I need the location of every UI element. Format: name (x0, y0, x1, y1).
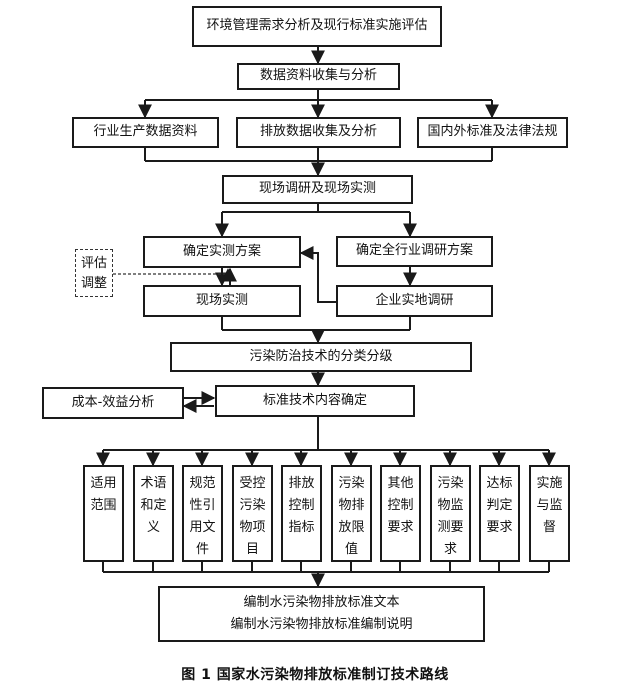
node-enterprise-survey: 企业实地调研 (336, 285, 493, 317)
column-label: 其他控制要求 (387, 476, 414, 535)
node-tech-content: 标准技术内容确定 (215, 385, 415, 417)
node-cost-benefit: 成本-效益分析 (42, 387, 184, 419)
node-assess: 环境管理需求分析及现行标准实施评估 (192, 6, 442, 47)
node-industry-data: 行业生产数据资料 (72, 117, 219, 148)
final-line-1: 编制水污染物排放标准文本 (243, 595, 400, 610)
column-label: 规范性引用文件 (189, 476, 216, 557)
column-label: 排放控制指标 (288, 476, 315, 535)
arrow-enterprise-feedback (299, 246, 336, 303)
column-controlled-pollutants: 受控污染物项目 (232, 465, 273, 562)
column-control-indicators: 排放控制指标 (281, 465, 322, 562)
column-label: 适用范围 (90, 476, 117, 513)
column-implementation: 实施与监督 (529, 465, 570, 562)
node-standards-laws: 国内外标准及法律法规 (417, 117, 568, 148)
column-label: 实施与监督 (536, 476, 563, 535)
column-label: 受控污染物项目 (239, 476, 266, 557)
node-emission-data: 排放数据收集及分析 (236, 117, 401, 148)
column-scope: 适用范围 (83, 465, 124, 562)
node-survey: 现场调研及现场实测 (222, 175, 413, 204)
evaluate-adjust-label: 评估调整 (80, 256, 107, 291)
node-final: 编制水污染物排放标准文本 编制水污染物排放标准编制说明 (158, 586, 485, 642)
node-evaluate-adjust: 评估调整 (75, 249, 113, 297)
node-industry-plan: 确定全行业调研方案 (336, 236, 493, 267)
column-emission-limits: 污染物排放限值 (331, 465, 372, 562)
node-measure-plan: 确定实测方案 (143, 236, 301, 268)
node-collect: 数据资料收集与分析 (237, 63, 400, 90)
column-terms: 术语和定义 (133, 465, 174, 562)
column-label: 达标判定要求 (486, 476, 513, 535)
final-line-2: 编制水污染物排放标准编制说明 (230, 617, 413, 632)
arrow-evaluate-adjust (113, 268, 233, 277)
node-tech-classify: 污染防治技术的分类分级 (170, 342, 472, 372)
column-label: 污染物排放限值 (338, 476, 365, 557)
column-compliance: 达标判定要求 (479, 465, 520, 562)
node-field-measure: 现场实测 (143, 285, 301, 317)
column-other-requirements: 其他控制要求 (380, 465, 421, 562)
column-label: 污染物监测要求 (437, 476, 464, 557)
figure-caption: 图 1 国家水污染物排放标准制订技术路线 (181, 667, 449, 683)
column-label: 术语和定义 (140, 476, 167, 535)
column-monitoring: 污染物监测要求 (430, 465, 471, 562)
column-references: 规范性引用文件 (182, 465, 223, 562)
